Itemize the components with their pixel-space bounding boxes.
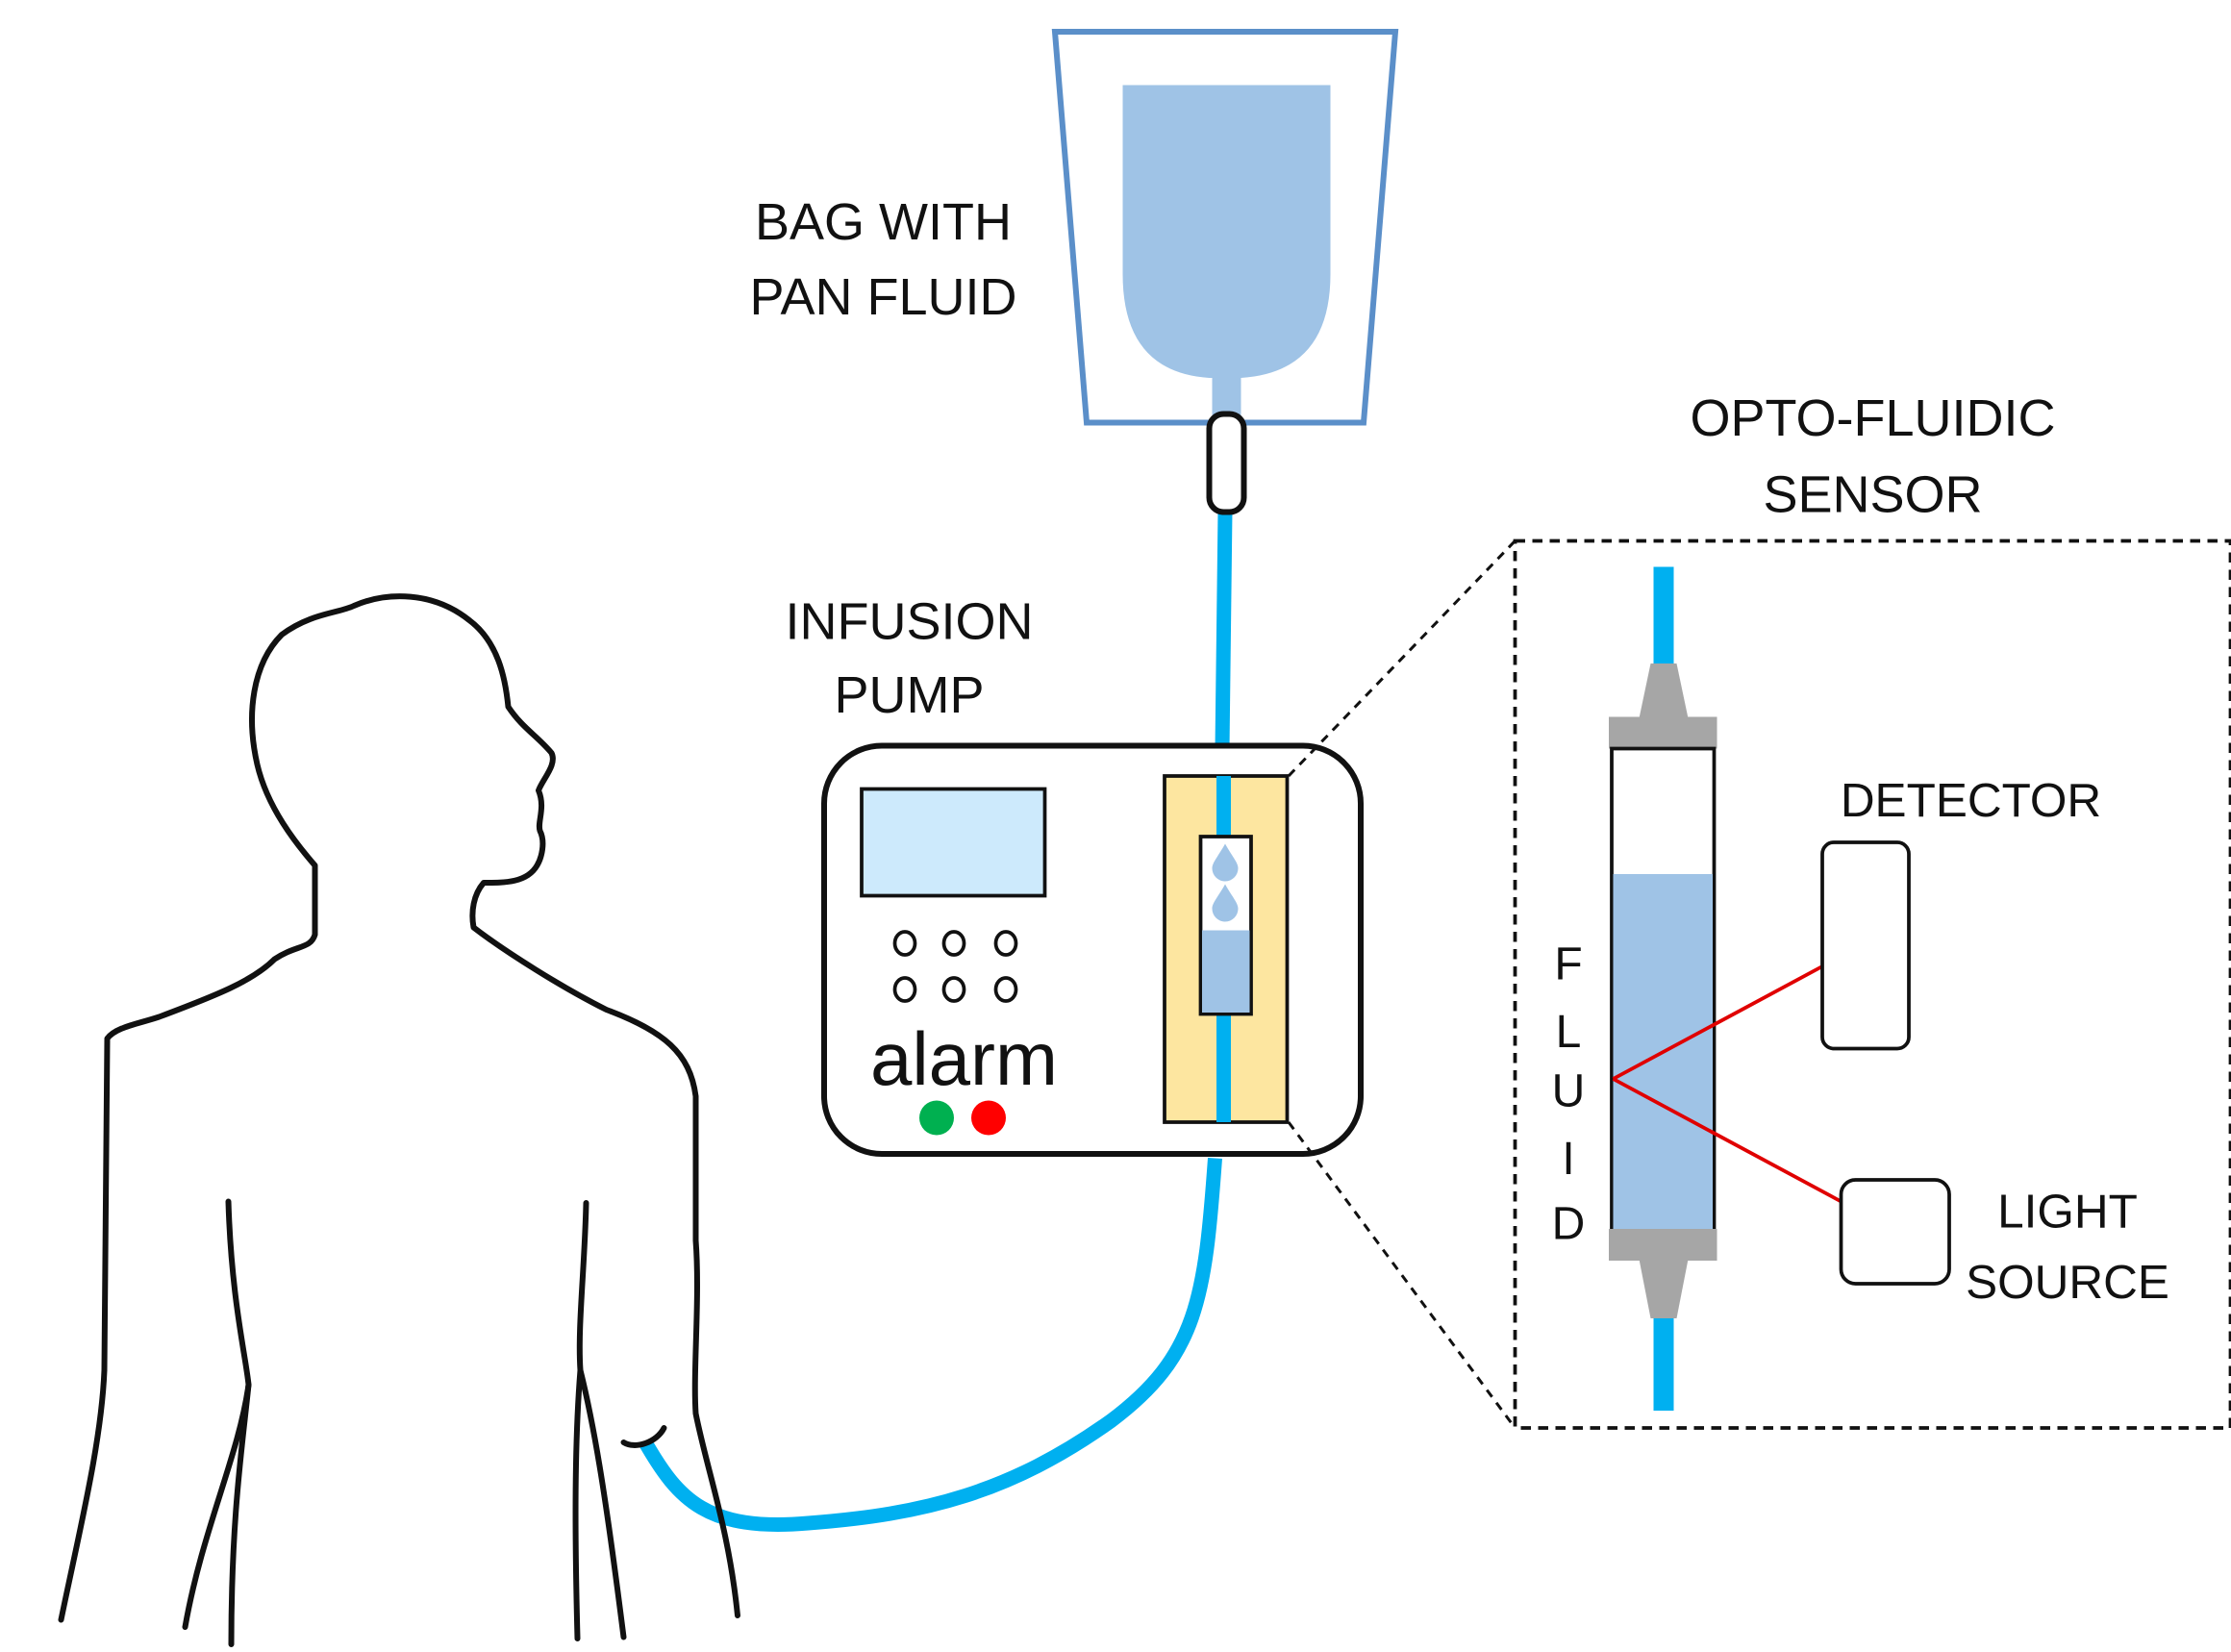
bag-fluid [1122, 85, 1331, 378]
fluid-letter: U [1552, 1066, 1586, 1117]
sensor-tube-top [1653, 566, 1674, 668]
fluid-letter: F [1554, 939, 1582, 990]
bag-label-line2: PAN FLUID [749, 268, 1016, 326]
sensor-tube-bottom [1653, 1315, 1674, 1411]
iv-bag [1051, 29, 1399, 426]
pump-button[interactable] [941, 976, 966, 1003]
alarm-label: alarm [870, 1016, 1058, 1101]
top-connector [1639, 663, 1689, 718]
pump-label-line2: PUMP [834, 666, 984, 724]
light-source-label-1: LIGHT [1997, 1186, 2138, 1239]
top-cap [1609, 716, 1717, 749]
drip-clamp [1206, 411, 1247, 515]
arm-line-right [576, 1200, 627, 1640]
bottom-cap [1609, 1229, 1717, 1261]
pump-sensor-slot [1163, 774, 1290, 1124]
alarm-green-light [919, 1100, 954, 1136]
pump-screen [860, 787, 1047, 898]
beam-to-detector [1612, 964, 1823, 1081]
pump-button[interactable] [892, 930, 917, 957]
patient-silhouette [58, 593, 740, 1647]
droplet-icon [1212, 843, 1239, 882]
pump-button[interactable] [892, 976, 917, 1003]
zoom-line-bottom [1287, 1121, 1517, 1429]
pump-label-line1: INFUSION [785, 593, 1033, 651]
fluid-letter: L [1556, 1007, 1582, 1058]
pump-buttons [892, 930, 1018, 1003]
zoom-line-top [1287, 539, 1517, 778]
fluid-label: F L U I D [1552, 939, 1586, 1250]
sensor-detail: F L U I D DETECTOR LIGHT SOURCE [1513, 538, 2231, 1430]
infusion-pump: alarm [821, 742, 1364, 1157]
arm-line-right-inner [572, 1367, 584, 1641]
tube-pump-to-patient [639, 1157, 1222, 1532]
bottom-connector [1639, 1259, 1689, 1318]
light-source-box [1839, 1178, 1951, 1286]
pump-button[interactable] [941, 930, 966, 957]
sensor-label-line1: OPTO-FLUIDIC [1690, 389, 2055, 447]
arm-line-left-inner [182, 1382, 252, 1630]
beam-from-source [1612, 1077, 1842, 1204]
bag-label-line1: BAG WITH [755, 193, 1012, 251]
light-source-label-2: SOURCE [1966, 1256, 2169, 1309]
fluid-letter: I [1562, 1134, 1574, 1185]
detector-label: DETECTOR [1841, 774, 2101, 827]
sensor-label-line2: SENSOR [1763, 466, 1982, 524]
detector-box [1820, 840, 1911, 1051]
patient-outline [58, 593, 740, 1623]
drip-chamber-fluid [1202, 930, 1250, 1013]
alarm-red-light [971, 1100, 1006, 1136]
tube-bag-to-pump [1215, 510, 1233, 751]
fluid-letter: D [1552, 1199, 1586, 1250]
droplet-icon [1212, 884, 1239, 922]
pump-button[interactable] [993, 976, 1018, 1003]
pump-button[interactable] [993, 930, 1018, 957]
catheter-site [620, 1425, 667, 1448]
